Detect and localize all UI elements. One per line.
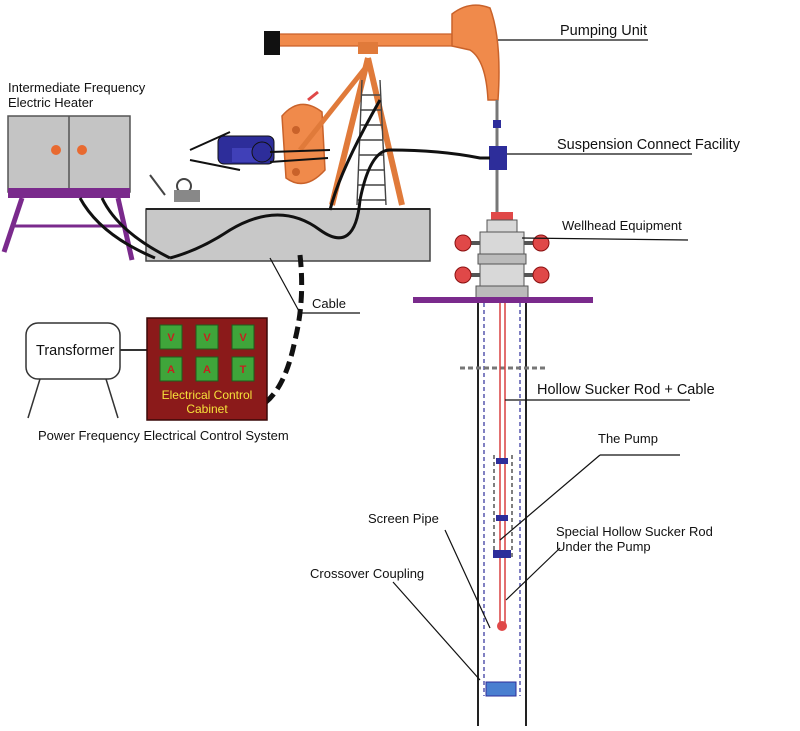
- meter: [195, 324, 219, 350]
- meter-label: V: [167, 332, 175, 344]
- label-the-pump: The Pump: [598, 431, 658, 446]
- crossover-coupling: [497, 621, 507, 631]
- pumping-unit-base: [145, 208, 431, 262]
- heater-leg: [1, 197, 25, 253]
- leader-lines: [269, 39, 692, 681]
- meter: [159, 356, 183, 382]
- label-cabinet-line2: Cabinet: [186, 402, 228, 416]
- label-suspension-connect: Suspension Connect Facility: [557, 137, 741, 153]
- label-wellhead-equipment: Wellhead Equipment: [562, 218, 682, 233]
- ladder: [356, 79, 387, 206]
- label-special-rod-line2: Under the Pump: [556, 539, 651, 554]
- label-cabinet-line1: Electrical Control: [162, 388, 253, 402]
- door-knob: [77, 145, 87, 155]
- meter: [195, 356, 219, 382]
- meter-label: T: [240, 364, 247, 376]
- label-heater-line2: Electric Heater: [8, 95, 94, 110]
- suspension-connector: [489, 146, 507, 170]
- brake: [149, 174, 200, 202]
- meter-label: A: [167, 364, 175, 376]
- meter: [159, 324, 183, 350]
- meter-label: A: [203, 364, 211, 376]
- label-cable: Cable: [312, 296, 346, 311]
- wellhead-equipment: [468, 212, 536, 299]
- cables: [78, 99, 490, 260]
- well-casing: [460, 303, 546, 726]
- equalizer: [264, 31, 280, 55]
- label-hollow-sucker-rod: Hollow Sucker Rod + Cable: [537, 382, 715, 398]
- label-screen-pipe: Screen Pipe: [368, 511, 439, 526]
- electric-heater: [1, 115, 135, 261]
- motor: [189, 131, 331, 171]
- pump-barrel: [493, 455, 513, 560]
- valve-handwheel: [454, 234, 550, 284]
- label-special-rod-line1: Special Hollow Sucker Rod: [556, 524, 713, 539]
- meter: [231, 356, 255, 382]
- horsehead: [451, 4, 500, 101]
- label-transformer: Transformer: [36, 343, 115, 359]
- label-power-system: Power Frequency Electrical Control Syste…: [38, 428, 289, 443]
- meter-panel: V V V A A T: [159, 324, 255, 382]
- heater-stand-top: [8, 188, 130, 198]
- label-pumping-unit: Pumping Unit: [560, 23, 647, 39]
- meter-label: V: [239, 332, 247, 344]
- label-crossover-coupling: Crossover Coupling: [310, 566, 424, 581]
- meter: [231, 324, 255, 350]
- screen-pipe-bottom: [485, 681, 517, 697]
- meter-label: V: [203, 332, 211, 344]
- samson-post: [329, 57, 405, 206]
- door-knob: [51, 145, 61, 155]
- ground-line: [413, 297, 593, 303]
- dashed-cable: [260, 254, 305, 408]
- pitman-arm: [298, 60, 372, 152]
- label-heater-line1: Intermediate Frequency: [8, 80, 146, 95]
- transformer: [25, 322, 150, 419]
